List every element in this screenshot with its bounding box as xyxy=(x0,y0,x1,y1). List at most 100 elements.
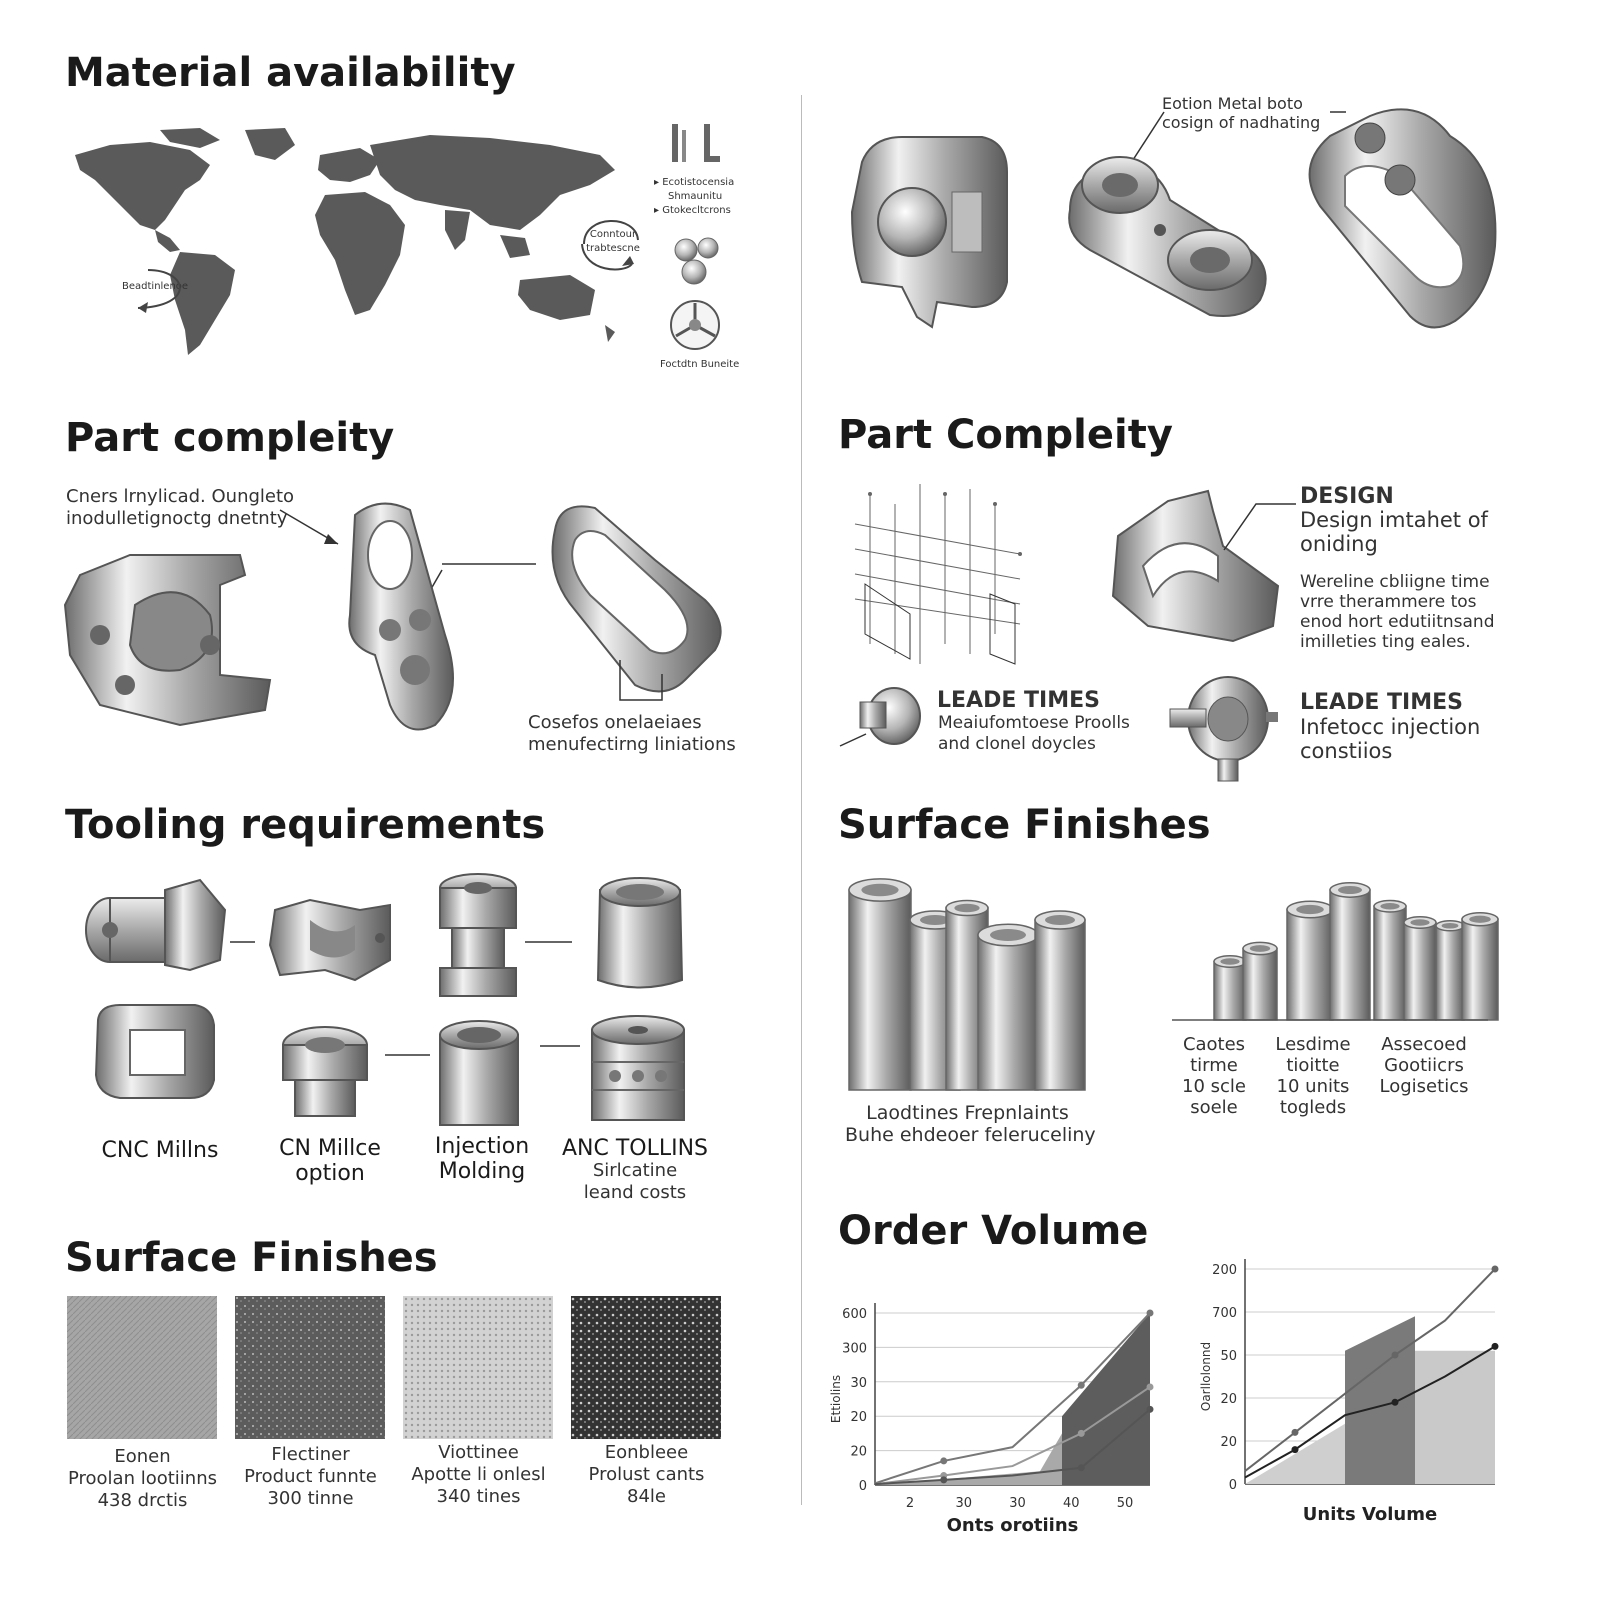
y-tick-label: 20 xyxy=(850,1445,867,1460)
data-point xyxy=(940,1476,948,1484)
block-part-icon xyxy=(268,898,391,982)
series-line xyxy=(1244,1345,1496,1479)
tooling-label-1: CNC Millns xyxy=(101,1138,219,1163)
tooling-requirements-title: Tooling requirements xyxy=(65,802,546,848)
cylinder-bar xyxy=(1213,954,1247,1021)
housing-part-icon xyxy=(63,554,272,727)
cylinder-bar xyxy=(1286,900,1334,1021)
data-point xyxy=(1146,1383,1154,1391)
y-tick-label: 0 xyxy=(859,1479,867,1494)
x-tick-label: 50 xyxy=(1117,1496,1134,1511)
map-legend-3: ▸ Gtokecltcrons xyxy=(654,205,731,216)
legend-symbols-icon xyxy=(672,124,720,162)
lever-part-icon xyxy=(348,502,454,731)
design-heading: DESIGN xyxy=(1300,484,1394,509)
x-tick-label: 30 xyxy=(1009,1496,1026,1511)
data-point xyxy=(1077,1464,1085,1472)
order-volume-title: Order Volume xyxy=(838,1208,1149,1254)
x-axis-label: Onts orotiins xyxy=(947,1515,1079,1536)
square-ring-part-icon xyxy=(94,1004,215,1099)
material-availability-title: Material availability xyxy=(65,50,516,96)
y-axis-label: Ettiolins xyxy=(829,1375,843,1423)
technical-drawing-icon xyxy=(854,484,1022,665)
bracket-part-icon xyxy=(850,136,1008,329)
spindle-part-icon xyxy=(85,878,227,972)
part-complexity-title: Part compleity xyxy=(65,415,395,461)
x-tick-label: 2 xyxy=(906,1496,914,1511)
flanged-bush-part-icon xyxy=(282,1026,368,1117)
y-tick-label: 0 xyxy=(1229,1478,1237,1493)
data-point xyxy=(1146,1309,1154,1317)
bars-baseline xyxy=(1172,1019,1488,1021)
finish-swatch-dark xyxy=(571,1296,721,1439)
y-tick-label: 30 xyxy=(850,1376,867,1391)
y-tick-label: 50 xyxy=(1220,1349,1237,1364)
x-axis-label: Units Volume xyxy=(1303,1504,1437,1525)
data-point xyxy=(1291,1428,1299,1436)
link-part-icon xyxy=(551,505,722,693)
finish-swatch-speckled xyxy=(235,1296,385,1439)
cylinder-bar xyxy=(1435,919,1465,1021)
y-tick-label: 600 xyxy=(842,1307,867,1322)
gear-stack-part-icon xyxy=(591,1015,685,1121)
x-tick-label: 30 xyxy=(955,1496,972,1511)
finish-swatch-fine xyxy=(67,1296,217,1439)
lead-times-heading-2: LEADE TIMES xyxy=(1300,690,1463,715)
data-point xyxy=(1146,1405,1154,1413)
tooling-label-4: ANC TOLLINS xyxy=(561,1136,709,1161)
data-point xyxy=(1291,1446,1299,1454)
y-axis-label: Oarllolonnd xyxy=(1199,1342,1213,1411)
wheel-icon xyxy=(670,300,720,350)
area-fill xyxy=(1415,1350,1495,1484)
tooling-parts xyxy=(85,873,685,1126)
series-line xyxy=(1244,1268,1496,1472)
clamp-part-icon xyxy=(1111,489,1280,643)
y-tick-label: 300 xyxy=(842,1341,867,1356)
pin-part-icon xyxy=(839,687,921,747)
cylinder-bar xyxy=(1329,882,1371,1021)
map-legend-2: Shmaunitu xyxy=(668,191,723,202)
y-tick-label: 20 xyxy=(1220,1435,1237,1450)
curved-arrow-icon xyxy=(581,220,639,271)
ring-clip-part-icon xyxy=(1308,108,1497,329)
cylinder-bar xyxy=(1034,910,1086,1091)
map-label-left: Beadtinlenoe xyxy=(122,281,189,292)
cylinder-bars xyxy=(848,878,1499,1091)
surface-finishes-title-right: Surface Finishes xyxy=(838,802,1211,848)
cylinder-bar xyxy=(1373,899,1407,1021)
surface-finishes-title: Surface Finishes xyxy=(65,1235,438,1281)
cylinder-bar xyxy=(1403,915,1437,1021)
bolts-icon xyxy=(674,237,719,285)
cylinder-bar xyxy=(1242,941,1278,1021)
cylinder-part-icon xyxy=(439,1020,519,1126)
data-point xyxy=(940,1457,948,1465)
map-label-bottom: Foctdtn Buneite xyxy=(660,359,740,370)
cylinder-bar xyxy=(848,878,912,1091)
lead-times-heading-1: LEADE TIMES xyxy=(937,688,1100,713)
x-tick-label: 40 xyxy=(1063,1496,1080,1511)
series-line xyxy=(874,1408,1151,1486)
curved-arrow-icon xyxy=(137,269,181,313)
data-point xyxy=(1391,1351,1399,1359)
y-tick-label: 20 xyxy=(1220,1392,1237,1407)
cylinder-bar xyxy=(977,923,1039,1091)
valve-part-icon xyxy=(1169,676,1278,782)
finish-swatch-dotted xyxy=(403,1296,553,1439)
series-line xyxy=(874,1386,1151,1486)
